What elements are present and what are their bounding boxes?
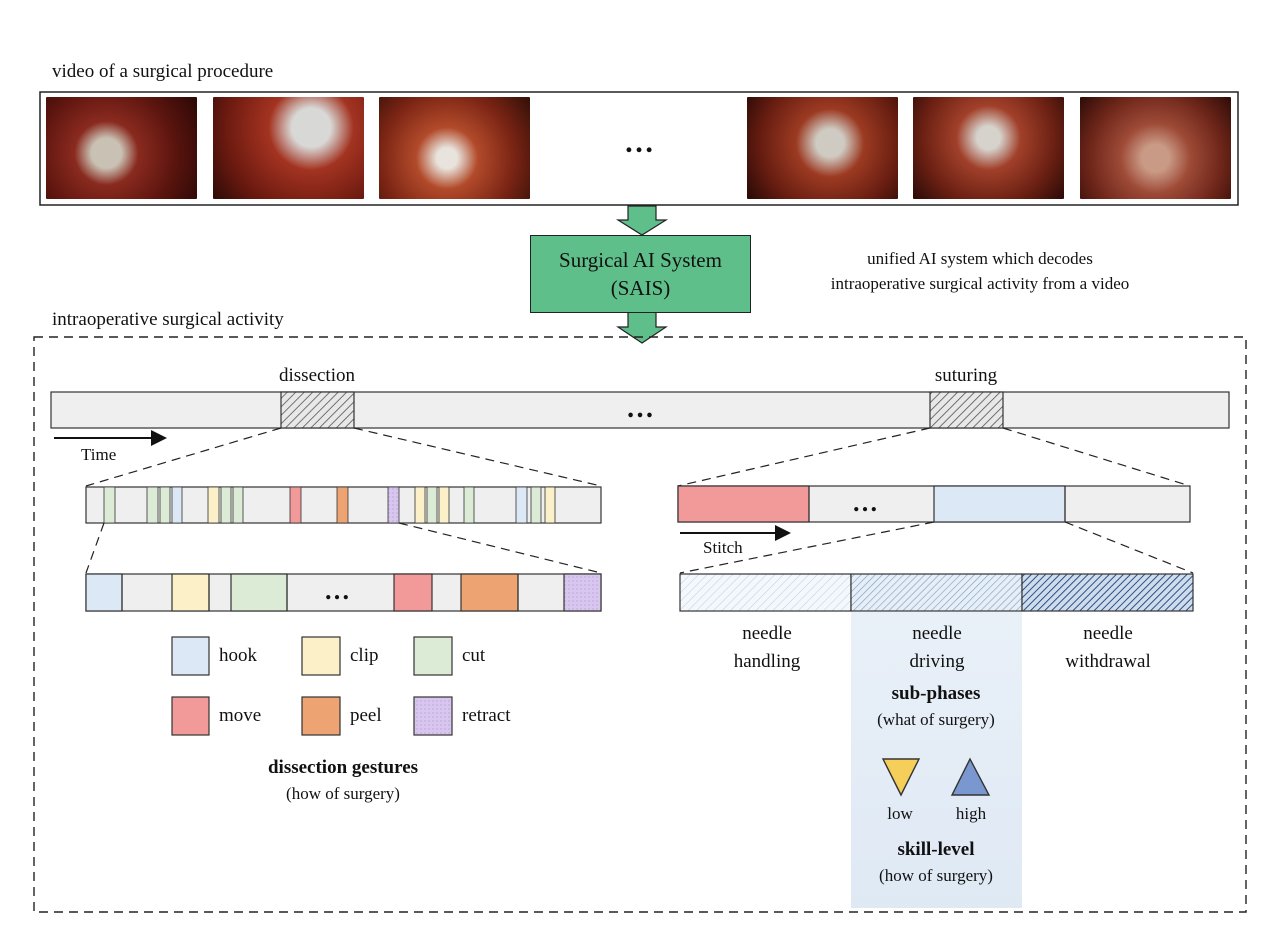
sais-desc-1: unified AI system which decodes xyxy=(867,249,1093,268)
zoom-line xyxy=(86,523,115,573)
video-frame-5 xyxy=(913,97,1064,199)
subphase-withdrawal-line2: withdrawal xyxy=(1065,651,1151,672)
sais-abbrev: (SAIS) xyxy=(610,276,671,300)
skill-low-icon xyxy=(881,758,921,797)
video-ellipsis: … xyxy=(624,126,654,159)
legend-swatch-hook xyxy=(171,636,210,676)
skill-panel xyxy=(851,612,1022,908)
gestures-subtitle: (how of surgery) xyxy=(286,784,400,803)
legend-label-peel: peel xyxy=(350,705,382,726)
main-timeline xyxy=(50,391,1230,429)
zoom-line xyxy=(679,521,935,574)
legend-swatch-retract xyxy=(413,696,453,736)
legend-label-clip: clip xyxy=(350,645,379,666)
legend-swatch-clip xyxy=(301,636,341,676)
subphase-strip xyxy=(679,573,1194,612)
stitch-strip xyxy=(677,485,1191,523)
flow-arrow-in xyxy=(615,205,669,236)
video-frame-6 xyxy=(1080,97,1231,199)
legend-label-hook: hook xyxy=(219,645,257,666)
zoom-line xyxy=(677,427,931,487)
zoom-line xyxy=(1002,427,1191,487)
phase-dissection-label: dissection xyxy=(279,365,355,386)
subphase-driving-line2: driving xyxy=(909,651,965,672)
sais-title: Surgical AI System xyxy=(559,248,722,272)
zoom-line xyxy=(353,427,602,487)
subphase-withdrawal-line1: needle xyxy=(1083,623,1133,644)
skill-title: skill-level xyxy=(897,839,975,860)
subphases-title: sub-phases xyxy=(891,683,981,704)
legend-label-cut: cut xyxy=(462,645,486,666)
sais-desc-2: intraoperative surgical activity from a … xyxy=(830,274,1130,293)
subphase-handling-line2: handling xyxy=(733,651,801,672)
subphases-subtitle: (what of surgery) xyxy=(877,710,995,729)
activity-frame xyxy=(33,336,1247,913)
zoom-line xyxy=(1064,521,1194,574)
flow-arrow-out xyxy=(616,310,668,344)
gesture-ellipsis: … xyxy=(324,576,350,605)
subphase-driving-line1: needle xyxy=(912,623,962,644)
subphase-handling-line1: needle xyxy=(742,623,792,644)
zoom-line xyxy=(85,522,105,574)
dissection-segment xyxy=(280,391,355,429)
suturing-segment xyxy=(929,391,1004,429)
skill-high-icon xyxy=(950,757,991,796)
gesture-strip-ticks xyxy=(103,486,556,524)
stitch-ellipsis: … xyxy=(852,488,878,517)
skill-low-label: low xyxy=(887,804,913,823)
legend-label-move: move xyxy=(219,705,262,726)
gesture-legend-swatches xyxy=(171,636,453,736)
sais-box: Surgical AI System (SAIS) xyxy=(530,235,751,313)
video-label: video of a surgical procedure xyxy=(52,61,274,82)
phase-suturing-label: suturing xyxy=(934,365,998,386)
time-label: Time xyxy=(81,445,117,464)
gestures-title: dissection gestures xyxy=(267,757,419,778)
video-frame-1 xyxy=(46,97,197,199)
legend-swatch-cut xyxy=(413,636,453,676)
stitch-label: Stitch xyxy=(703,538,743,557)
video-frame-3 xyxy=(379,97,530,199)
legend-swatch-peel xyxy=(301,696,341,736)
gesture-detail-strip xyxy=(85,573,602,612)
video-strip xyxy=(39,91,1239,206)
zoom-line xyxy=(398,522,602,574)
timeline-ellipsis: … xyxy=(626,393,654,424)
video-frame-2 xyxy=(213,97,364,199)
activity-label: intraoperative surgical activity xyxy=(52,309,284,330)
skill-high-label: high xyxy=(955,804,987,823)
zoom-line xyxy=(85,427,282,487)
video-frame-4 xyxy=(747,97,898,199)
legend-label-retract: retract xyxy=(462,705,511,726)
legend-swatch-move xyxy=(171,696,210,736)
skill-subtitle: (how of surgery) xyxy=(879,866,993,885)
